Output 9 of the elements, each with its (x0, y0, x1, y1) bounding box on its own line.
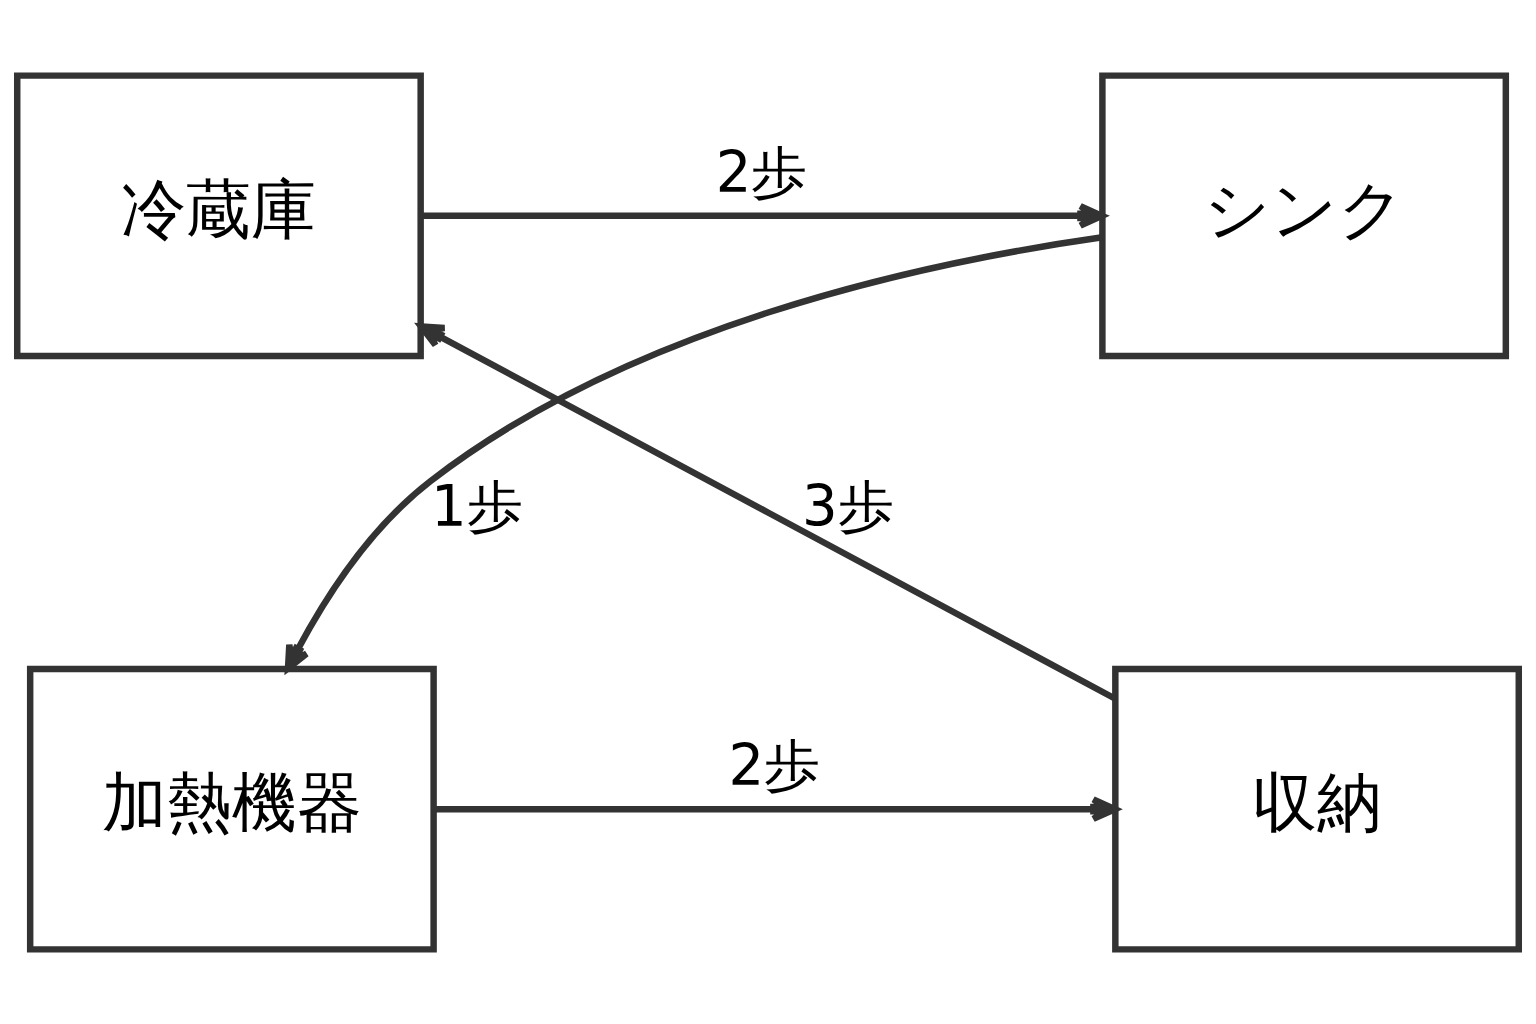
edge-label: 3歩 (801, 473, 894, 539)
edge-label: 1歩 (430, 473, 523, 539)
node-box: 冷蔵庫 (14, 71, 424, 359)
edge-label: 2歩 (715, 139, 808, 205)
node-box: 収納 (1112, 665, 1522, 953)
node-box: シンク (1099, 71, 1510, 359)
node-box: 加熱機器 (26, 665, 437, 953)
edge-label: 2歩 (728, 732, 821, 798)
arrow (417, 322, 1117, 702)
